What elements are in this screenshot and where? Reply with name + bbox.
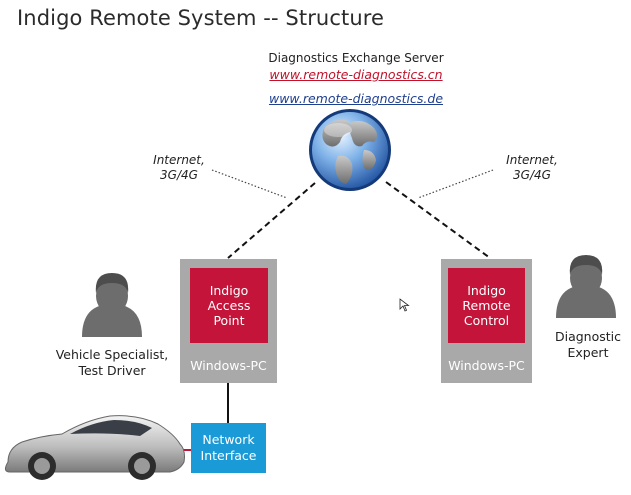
globe-icon [309,109,391,191]
page-title: Indigo Remote System -- Structure [17,6,385,30]
pc-label-right: Windows-PC [448,358,525,373]
car-icon [4,415,185,480]
indigo-remote-control: Indigo Remote Control [448,268,525,343]
server-url-de-link[interactable]: www.remote-diagnostics.de [268,91,444,106]
link-server-access-point [227,182,316,259]
person-icon-diagnostic-expert [556,255,616,318]
person-icon-vehicle-specialist [82,273,142,337]
pc-label-left: Windows-PC [190,358,267,373]
leader-line-left [211,169,288,199]
mouse-cursor-icon [399,298,410,312]
connection-label-left: Internet, 3G/4G [153,153,205,182]
network-interface: Network Interface [191,423,266,473]
server-name: Diagnostics Exchange Server [268,51,444,65]
link-server-remote-control [385,181,491,259]
server-url-cn-link[interactable]: www.remote-diagnostics.cn [269,67,443,82]
leader-line-right [417,169,494,199]
vehicle-specialist-label: Vehicle Specialist, Test Driver [55,347,169,378]
diagnostic-expert-label: Diagnostic Expert [554,329,622,360]
connection-label-right: Internet, 3G/4G [506,153,558,182]
indigo-access-point: Indigo Access Point [190,268,268,343]
